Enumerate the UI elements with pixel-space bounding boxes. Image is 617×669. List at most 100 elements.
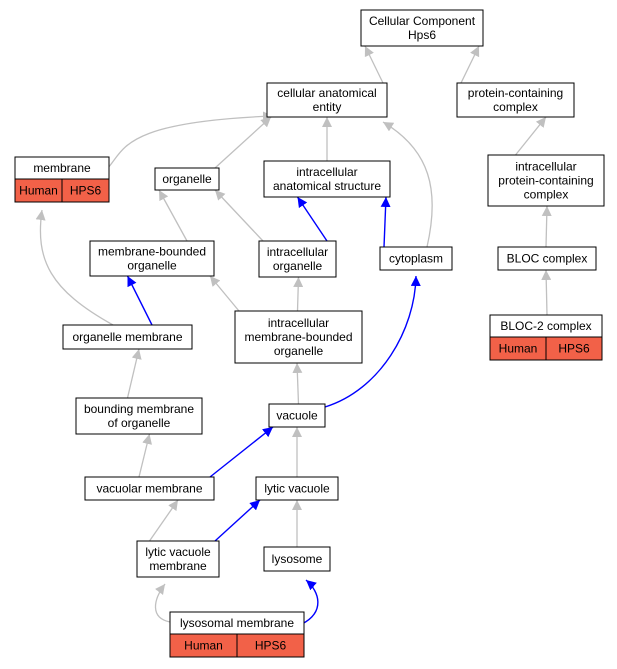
is-a-edge-intracellular-membrane-bounded-organelle-to-intracellular-organelle bbox=[293, 276, 304, 312]
term-node-box bbox=[62, 324, 193, 350]
annotation-gene-label: HPS6 bbox=[558, 342, 590, 356]
part-of-edge-intracellular-organelle-to-intracellular-anatomical-structure bbox=[296, 196, 328, 242]
is-a-edge-cytoplasm-to-cellular-anatomical-entity bbox=[382, 121, 433, 248]
term-label-line: organelle membrane bbox=[72, 330, 182, 344]
part-of-edge-vacuole-to-cytoplasm bbox=[324, 275, 421, 408]
term-label-line: anatomical structure bbox=[273, 179, 381, 193]
is-a-edge-organelle-membrane-to-membrane bbox=[35, 209, 114, 326]
term-label-line: complex bbox=[493, 100, 538, 114]
term-node-box bbox=[379, 246, 453, 271]
term-label-line: Hps6 bbox=[408, 28, 436, 42]
part-of-edge-lysosomal-membrane-to-lysosome bbox=[301, 579, 319, 625]
term-node-lytic-vacuole[interactable]: lytic vacuole bbox=[255, 476, 339, 501]
part-of-edge-organelle-membrane-to-membrane-bounded-organelle bbox=[126, 275, 153, 326]
term-label-line: vacuolar membrane bbox=[96, 482, 202, 496]
is-a-edge-intracellular-protein-containing-complex-to-protein-containing-complex bbox=[514, 116, 547, 156]
term-node-vacuole[interactable]: vacuole bbox=[268, 403, 326, 428]
term-node-box bbox=[234, 310, 363, 364]
term-label-line: protein-containing bbox=[498, 174, 593, 188]
term-node-box bbox=[255, 476, 339, 501]
annotation-gene-cell bbox=[236, 633, 305, 658]
term-node-bloc-complex[interactable]: BLOC complex bbox=[497, 246, 597, 271]
term-label-line: lysosomal membrane bbox=[180, 616, 294, 630]
term-label-line: lysosome bbox=[272, 552, 323, 566]
term-node-box bbox=[360, 9, 484, 47]
term-label-line: complex bbox=[524, 188, 569, 202]
term-label-line: membrane-bounded bbox=[244, 330, 352, 344]
term-label-line: membrane bbox=[33, 161, 91, 175]
is-a-edge-protein-containing-complex-to-root bbox=[460, 45, 480, 84]
annotation-gene-label: HPS6 bbox=[255, 639, 287, 653]
is-a-edge-intracellular-organelle-to-organelle bbox=[214, 189, 264, 242]
annotation-species-label: Human bbox=[499, 342, 538, 356]
term-label-line: lytic vacuole bbox=[145, 545, 211, 559]
is-a-edge-cellular-anatomical-entity-to-root bbox=[364, 45, 384, 84]
term-node-box bbox=[456, 82, 575, 118]
term-label-line: lytic vacuole bbox=[264, 482, 330, 496]
term-node-box bbox=[258, 240, 337, 278]
term-node-lysosome[interactable]: lysosome bbox=[263, 546, 331, 572]
term-label-line: cytoplasm bbox=[389, 252, 443, 266]
term-node-box bbox=[89, 240, 215, 277]
term-node-organelle-membrane[interactable]: organelle membrane bbox=[62, 324, 193, 350]
term-node-vacuolar-membrane[interactable]: vacuolar membrane bbox=[84, 476, 215, 501]
term-label-line: bounding membrane bbox=[84, 402, 194, 416]
term-label-line: intracellular bbox=[296, 165, 357, 179]
term-label-line: Cellular Component bbox=[369, 14, 476, 28]
term-node-box bbox=[136, 540, 220, 578]
term-label-line: organelle bbox=[273, 259, 323, 273]
is-a-edge-bloc-2-complex-to-bloc-complex bbox=[541, 269, 552, 316]
is-a-edge-membrane-to-cellular-anatomical-entity bbox=[106, 111, 274, 170]
is-a-edge-vacuolar-membrane-to-bounding-membrane-of-organelle bbox=[138, 433, 152, 478]
part-of-edge-cytoplasm-to-intracellular-anatomical-structure bbox=[380, 196, 391, 248]
is-a-edge-lytic-vacuole-membrane-to-vacuolar-membrane bbox=[148, 499, 179, 542]
term-label-line: vacuole bbox=[276, 409, 318, 423]
term-label-line: intracellular bbox=[268, 316, 329, 330]
term-label-line: BLOC-2 complex bbox=[500, 319, 591, 333]
term-node-box bbox=[75, 397, 203, 435]
term-label-line: organelle bbox=[274, 344, 324, 358]
annotation-gene-label: HPS6 bbox=[70, 184, 102, 198]
term-label-line: of organelle bbox=[108, 416, 171, 430]
term-label-line: cellular anatomical bbox=[277, 86, 376, 100]
term-label-line: entity bbox=[313, 100, 342, 114]
part-of-edge-lytic-vacuole-membrane-to-lytic-vacuole bbox=[214, 499, 261, 542]
term-node-box bbox=[154, 167, 220, 191]
term-node-box bbox=[84, 476, 215, 501]
term-node-box bbox=[497, 246, 597, 271]
is-a-edge-bloc-complex-to-intracellular-protein-containing-complex bbox=[541, 205, 552, 248]
term-node-organelle[interactable]: organelle bbox=[154, 167, 220, 191]
term-label-line: protein-containing bbox=[468, 86, 563, 100]
is-a-edge-membrane-bounded-organelle-to-organelle bbox=[158, 189, 188, 242]
is-a-edge-vacuole-to-intracellular-membrane-bounded-organelle bbox=[292, 362, 303, 405]
term-node-box bbox=[263, 160, 391, 198]
annotation-species-label: Human bbox=[184, 639, 223, 653]
term-label-line: intracellular bbox=[515, 160, 576, 174]
term-node-box bbox=[263, 546, 331, 572]
term-node-box bbox=[487, 154, 605, 207]
term-node-cytoplasm[interactable]: cytoplasm bbox=[379, 246, 453, 271]
term-node-box bbox=[268, 403, 326, 428]
term-label-line: BLOC complex bbox=[507, 252, 588, 266]
annotation-species-label: Human bbox=[19, 184, 58, 198]
term-label-line: organelle bbox=[127, 259, 177, 273]
annotation-gene-cell bbox=[61, 178, 110, 203]
annotation-gene-cell bbox=[545, 336, 603, 361]
is-a-edge-lysosomal-membrane-to-lytic-vacuole-membrane bbox=[154, 583, 171, 623]
edges-layer bbox=[35, 45, 552, 625]
